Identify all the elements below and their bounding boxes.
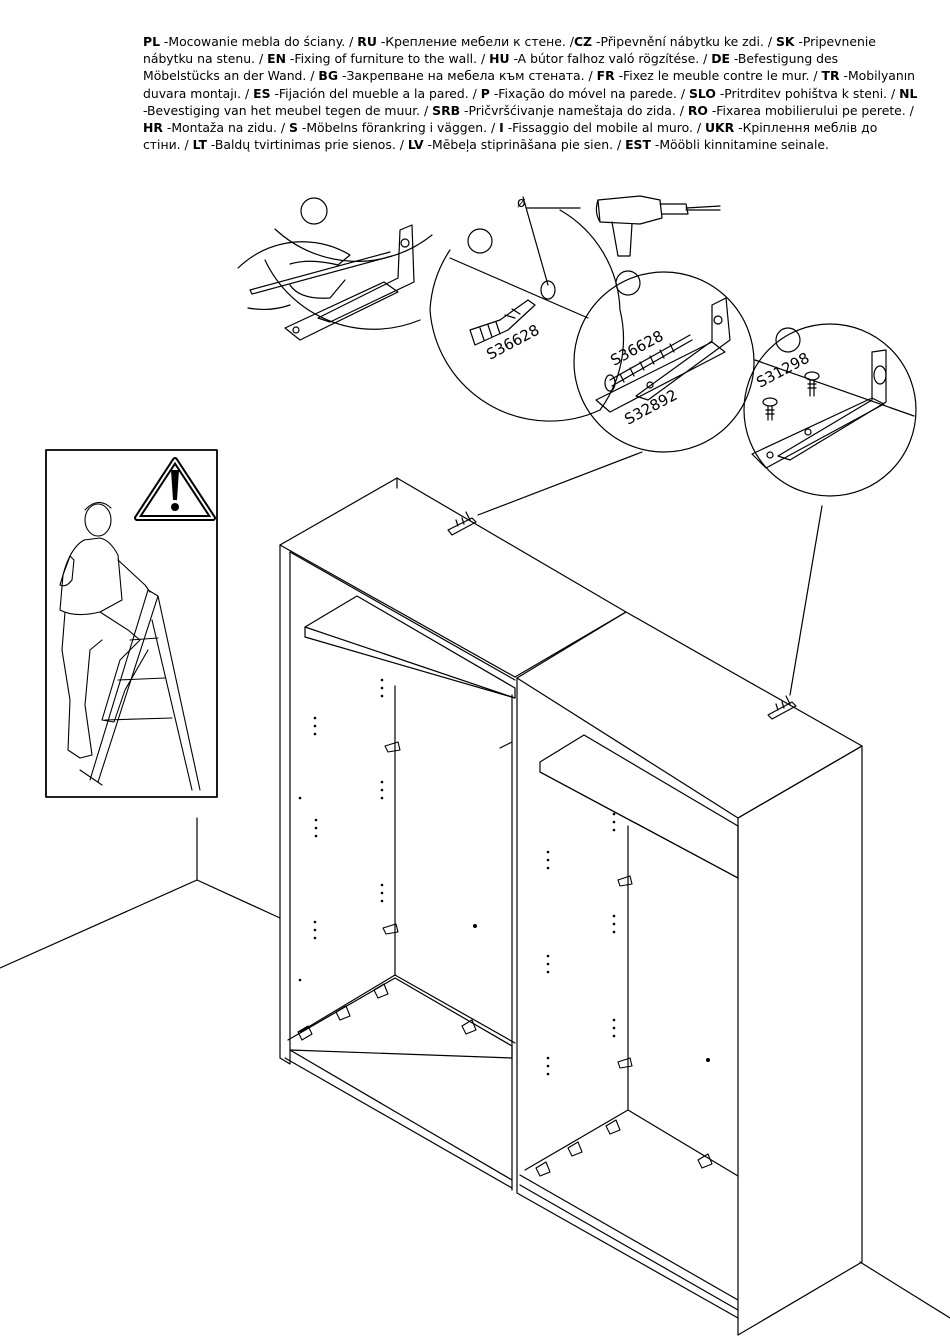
- language-code: SK: [775, 34, 795, 49]
- instruction-text: -Mēbeļa stiprināšana pie sien. /: [423, 137, 626, 153]
- language-code: EN: [267, 51, 286, 67]
- language-code: S: [288, 120, 298, 136]
- top-bracket-left: [447, 511, 477, 536]
- instruction-text: -Mocowanie mebla do ściany. /: [159, 34, 358, 49]
- language-code: HU: [489, 51, 510, 67]
- language-code: TR: [821, 68, 840, 84]
- instruction-text: -Fixez le meuble contre le mur. /: [614, 68, 822, 84]
- language-code: RO: [687, 102, 708, 118]
- language-code: CZ: [573, 34, 593, 49]
- language-code: HR: [143, 120, 163, 136]
- instruction-text: -Fixarea mobilierului pe perete. /: [707, 102, 914, 118]
- instruction-text: -Крепление мебели к стене. /: [376, 34, 574, 49]
- instruction-text: -Pritrditev pohištva k steni. /: [715, 85, 900, 101]
- instruction-text: -Baldų tvirtinimas prie sienos. /: [206, 137, 408, 153]
- instruction-text: -Fijación del mueble a la pared. /: [270, 85, 481, 101]
- instruction-text: -Möbelns förankring i väggen. /: [297, 120, 500, 136]
- language-code: RU: [357, 34, 377, 49]
- detail-circle-3: [573, 270, 755, 453]
- dowel-part-label: S36628: [483, 321, 542, 364]
- room-corner: [0, 817, 950, 1319]
- language-code: PL: [143, 34, 160, 49]
- leader-line: [477, 451, 643, 516]
- instruction-text: -Кріплення меблів до стіни. /: [143, 120, 878, 153]
- language-code: ES: [253, 85, 271, 101]
- language-code: EST: [625, 137, 651, 153]
- wall-plug-icon: [469, 299, 536, 346]
- instruction-text: -Pripevnenie nábytku na stenu. /: [143, 34, 876, 67]
- language-code: DE: [711, 51, 730, 67]
- detail-circle-2: [429, 196, 625, 422]
- bracket-part-label: S32892: [621, 386, 680, 429]
- instruction-text: -Befestigung des Möbelstücks an der Wand…: [143, 51, 839, 84]
- language-code: FR: [596, 68, 615, 84]
- drill-icon: [595, 195, 721, 257]
- language-code: LT: [192, 137, 207, 153]
- leader-line: [789, 505, 823, 696]
- instruction-text: -Fissaggio del mobile al muro. /: [503, 120, 705, 136]
- wardrobe-right-section: [516, 611, 863, 1336]
- top-bracket-right: [767, 695, 797, 720]
- language-code: LV: [407, 137, 424, 153]
- small-screw-part-label: S31298: [753, 349, 812, 392]
- instruction-text: -Pričvršćivanje nameštaja do zida. /: [460, 102, 688, 118]
- instruction-text: -Закрепване на мебела към стената. /: [338, 68, 597, 84]
- warning-icon: [134, 457, 216, 521]
- instruction-text: -Mobilyanın duvara montajı. /: [143, 68, 916, 101]
- language-code: SRB: [432, 102, 461, 118]
- multilingual-instructions: PL -Mocowanie mebla do ściany. / RU -Кре…: [143, 33, 918, 153]
- language-code: P: [480, 85, 490, 101]
- language-code: UKR: [704, 120, 735, 136]
- screw-icon: [604, 334, 693, 392]
- small-screw-icon: [762, 371, 820, 421]
- instruction-text: -Fixação do móvel na parede. /: [489, 85, 689, 101]
- wardrobe-left-section: [279, 477, 627, 1191]
- instruction-text: -Montaža na zidu. /: [162, 120, 289, 136]
- language-code: NL: [899, 85, 918, 101]
- instruction-text: -Bevestiging van het meubel tegen de muu…: [143, 102, 433, 118]
- detail-circle-4: [743, 323, 917, 497]
- language-code: SLO: [688, 85, 716, 101]
- language-code: BG: [318, 68, 339, 84]
- instruction-text: -Fixing of furniture to the wall. /: [285, 51, 490, 67]
- safety-warning-panel: [45, 449, 218, 798]
- instruction-text: -Mööbli kinnitamine seinale.: [650, 137, 829, 153]
- screw-part-label: S36628: [607, 327, 666, 370]
- diameter-symbol: ø: [517, 195, 526, 211]
- detail-circle-1: [237, 197, 433, 341]
- person-on-ladder-icon: [59, 501, 201, 791]
- language-code: I: [499, 120, 504, 136]
- instruction-text: -A bútor falhoz való rögzítése. /: [509, 51, 712, 67]
- instruction-text: -Připevnění nábytku ke zdi. /: [592, 34, 776, 49]
